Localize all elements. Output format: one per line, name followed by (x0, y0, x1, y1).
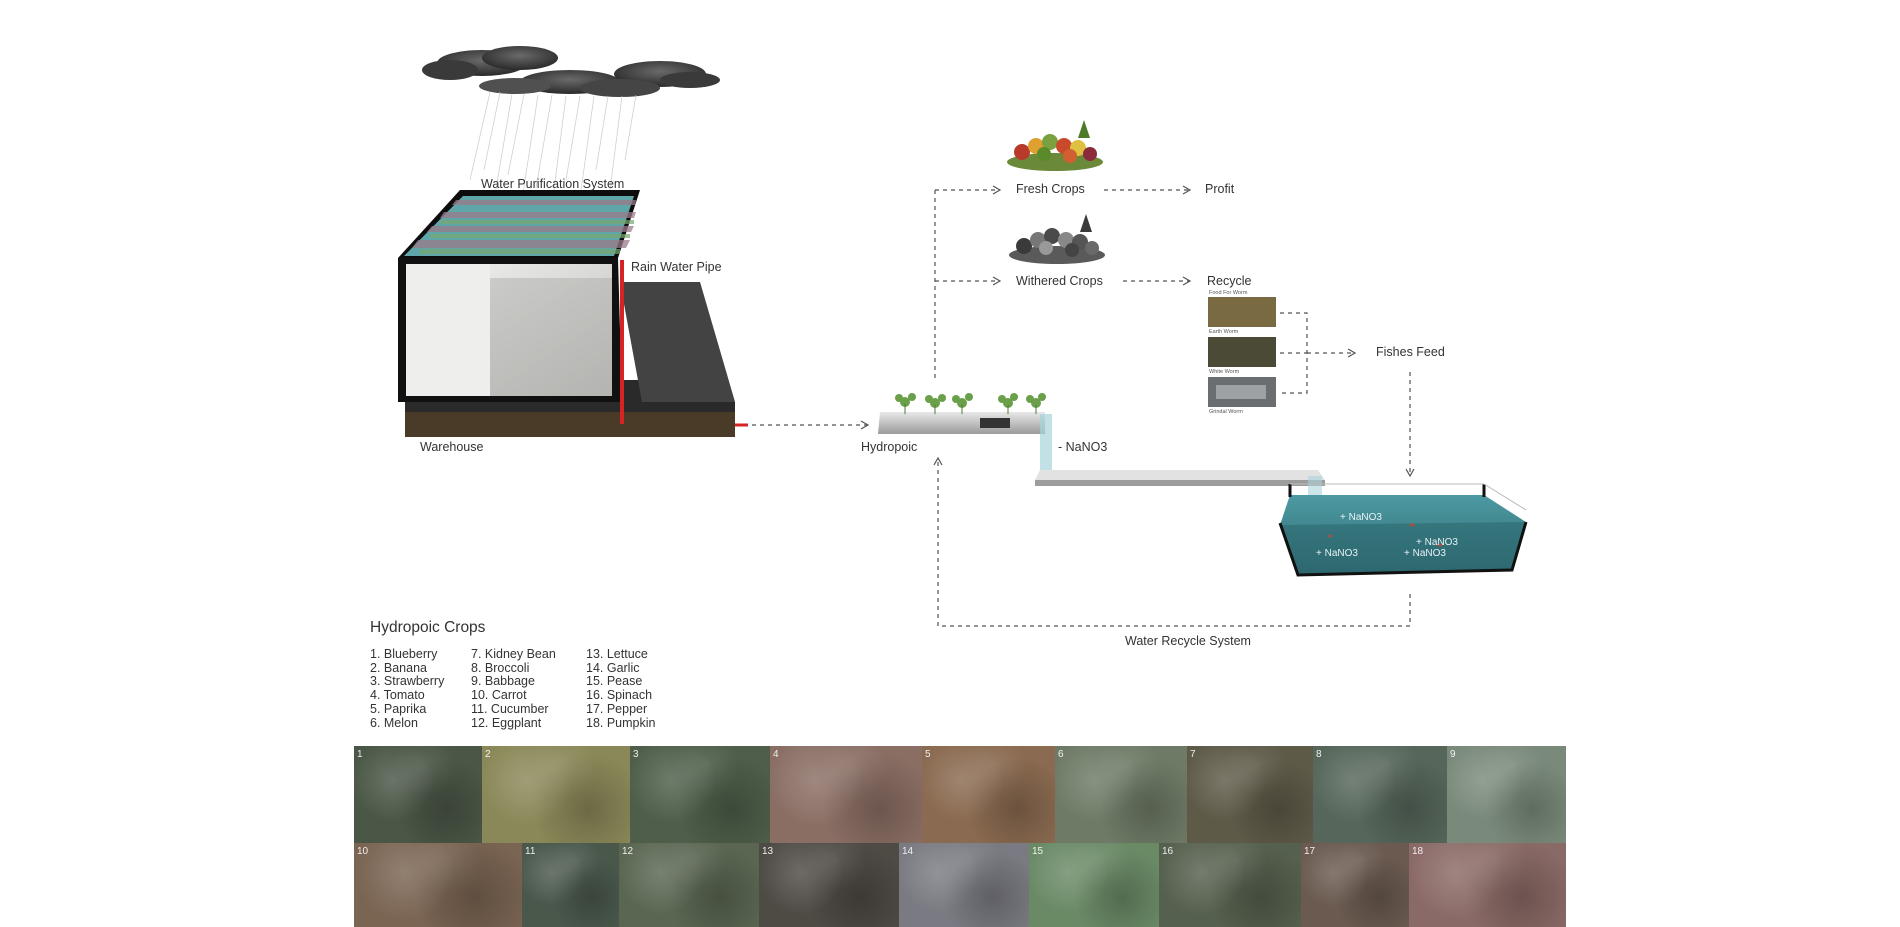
legend-item: 7. Kidney Bean (471, 647, 556, 661)
withered-crops-label: Withered Crops (1016, 274, 1103, 288)
fresh-crops-icon (1007, 120, 1103, 171)
crop-photo-number: 6 (1058, 749, 1064, 760)
crop-photo-tile: 9 (1447, 746, 1566, 843)
legend-item: 1. Blueberry (370, 647, 438, 661)
crop-photo-tile: 15 (1029, 843, 1159, 927)
crop-photo-tile: 16 (1159, 843, 1301, 927)
crop-photo-number: 18 (1412, 846, 1424, 857)
crop-photo-tile: 7 (1187, 746, 1313, 843)
legend-item: 9. Babbage (471, 674, 535, 689)
legend-title: Hydropoic Crops (370, 619, 486, 636)
channel-trough-illustration (1035, 470, 1325, 540)
legend-item: 15. Pease (586, 674, 643, 689)
legend-column-2: 7. Kidney Bean 8. Broccoli 9. Babbage 10… (471, 647, 556, 730)
crop-photo-tile: 17 (1301, 843, 1409, 927)
legend-item: 6. Melon (370, 715, 418, 730)
legend-column-3: 13. Lettuce 14. Garlic 15. Pease 16. Spi… (586, 647, 656, 730)
legend-item: 2. Banana (370, 660, 427, 675)
worm-samples (1208, 297, 1276, 407)
crop-photo-tile: 3 (630, 746, 770, 843)
legend-item: 10. Carrot (471, 688, 527, 703)
legend-item: 12. Eggplant (471, 715, 542, 730)
rain-icon (469, 91, 637, 206)
crop-photo-number: 2 (485, 749, 491, 760)
flow-arrows (752, 185, 1415, 627)
water-purification-label: Water Purification System (481, 177, 625, 191)
crop-photo-number: 5 (925, 749, 931, 760)
worm-food-label: Food For Worm (1209, 290, 1248, 296)
crop-photo-tile: 8 (1313, 746, 1447, 843)
tank-nano3-label: + NaNO3 (1316, 548, 1358, 559)
legend-item: 13. Lettuce (586, 647, 648, 661)
water-recycle-label: Water Recycle System (1125, 634, 1251, 648)
recycle-label: Recycle (1207, 274, 1252, 288)
crop-photo-tile: 2 (482, 746, 630, 843)
crop-photo-number: 8 (1316, 749, 1322, 760)
fishes-feed-label: Fishes Feed (1376, 345, 1445, 359)
crop-photo-tile: 14 (899, 843, 1029, 927)
crop-photo-number: 3 (633, 749, 639, 760)
crop-photo-number: 12 (622, 846, 634, 857)
crop-photo-number: 1 (357, 749, 363, 760)
tank-nano3-label: + NaNO3 (1404, 548, 1446, 559)
crop-photo-number: 13 (762, 846, 774, 857)
legend-item: 18. Pumpkin (586, 715, 656, 730)
legend-item: 3. Strawberry (370, 674, 445, 689)
legend-item: 14. Garlic (586, 660, 640, 675)
crop-photo-number: 16 (1162, 846, 1174, 857)
crop-photo-number: 7 (1190, 749, 1196, 760)
crop-photo-tile: 13 (759, 843, 899, 927)
legend-item: 17. Pepper (586, 701, 648, 716)
hydroponic-tray-illustration (878, 393, 1052, 480)
warehouse-label: Warehouse (420, 440, 484, 454)
crop-photo-number: 15 (1032, 846, 1044, 857)
crop-photo-strip: 1 2 3 4 5 6 7 8 9 10 11 12 13 14 15 16 1… (354, 746, 1566, 927)
diagram (398, 46, 1528, 627)
crop-photo-tile: 5 (922, 746, 1055, 843)
crop-photo-number: 4 (773, 749, 779, 760)
rain-water-pipe-label: Rain Water Pipe (631, 260, 722, 274)
crop-photo-tile: 4 (770, 746, 922, 843)
legend-item: 8. Broccoli (471, 660, 530, 675)
crop-photo-tile: 18 (1409, 843, 1566, 927)
worm-grindal-label: Grindal Worm (1209, 409, 1243, 415)
crop-photo-number: 11 (525, 846, 536, 857)
crop-photo-number: 10 (357, 846, 369, 857)
crop-photo-tile: 6 (1055, 746, 1187, 843)
legend-item: 4. Tomato (370, 688, 425, 703)
nano3-minus-label: - NaNO3 (1058, 440, 1108, 454)
legend-item: 11. Cucumber (471, 701, 549, 716)
warehouse-illustration (398, 190, 748, 437)
profit-label: Profit (1205, 182, 1235, 196)
crop-photo-tile: 11 (522, 843, 619, 927)
tank-nano3-label: + NaNO3 (1416, 537, 1458, 548)
hydropoic-label: Hydropoic (861, 440, 918, 454)
tank-nano3-label: + NaNO3 (1340, 512, 1382, 523)
fresh-crops-label: Fresh Crops (1016, 182, 1085, 196)
crop-photo-number: 9 (1450, 749, 1456, 760)
legend-column-1: 1. Blueberry 2. Banana 3. Strawberry 4. … (370, 647, 445, 730)
crop-photo-tile: 1 (354, 746, 482, 843)
legend-item: 5. Paprika (370, 701, 427, 716)
worm-earth-label: Earth Worm (1209, 329, 1239, 335)
legend-item: 16. Spinach (586, 688, 653, 703)
crop-photo-number: 17 (1304, 846, 1316, 857)
crop-photo-tile: 12 (619, 843, 759, 927)
fish-tank-illustration (1278, 483, 1528, 577)
withered-crops-icon (1009, 214, 1105, 264)
crop-photo-tile: 10 (354, 843, 522, 927)
worm-white-label: White Worm (1209, 369, 1240, 375)
rain-cloud-icon (422, 46, 720, 97)
crop-photo-number: 14 (902, 846, 914, 857)
